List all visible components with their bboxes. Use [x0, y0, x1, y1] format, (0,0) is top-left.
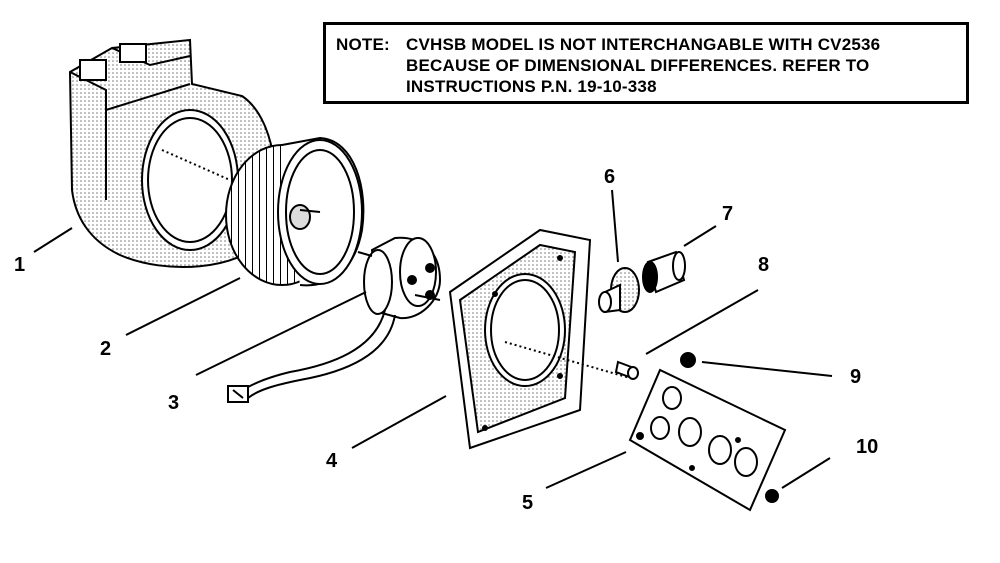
screw	[614, 360, 639, 380]
note-line-3: INSTRUCTIONS P.N. 19-10-338	[406, 77, 657, 96]
callout-9: 9	[850, 366, 862, 388]
note-line-2: BECAUSE OF DIMENSIONAL DIFFERENCES. REFE…	[406, 56, 870, 75]
terminal-plate	[628, 368, 787, 512]
callout-1: 1	[14, 254, 26, 276]
callout-7: 7	[722, 203, 734, 225]
leader-lines	[33, 189, 833, 489]
callout-8: 8	[758, 254, 770, 276]
note-line-1: CVHSB MODEL IS NOT INTERCHANGABLE WITH C…	[406, 35, 881, 54]
callout-3: 3	[168, 392, 180, 414]
callout-2: 2	[100, 338, 112, 360]
blower-wheel	[225, 136, 365, 287]
switch-knob	[598, 267, 640, 314]
callout-5: 5	[522, 492, 534, 514]
motor	[227, 236, 442, 403]
note-box: NOTE: CVHSB MODEL IS NOT INTERCHANGABLE …	[323, 22, 969, 104]
nut-10	[765, 489, 779, 503]
callout-6: 6	[604, 166, 616, 188]
callout-4: 4	[326, 450, 338, 472]
callout-10: 10	[856, 436, 879, 458]
nut-9	[680, 352, 696, 368]
note-label: NOTE:	[336, 35, 390, 54]
mounting-plate	[448, 228, 631, 450]
capacitor	[642, 250, 686, 294]
blower-housing	[68, 38, 277, 268]
